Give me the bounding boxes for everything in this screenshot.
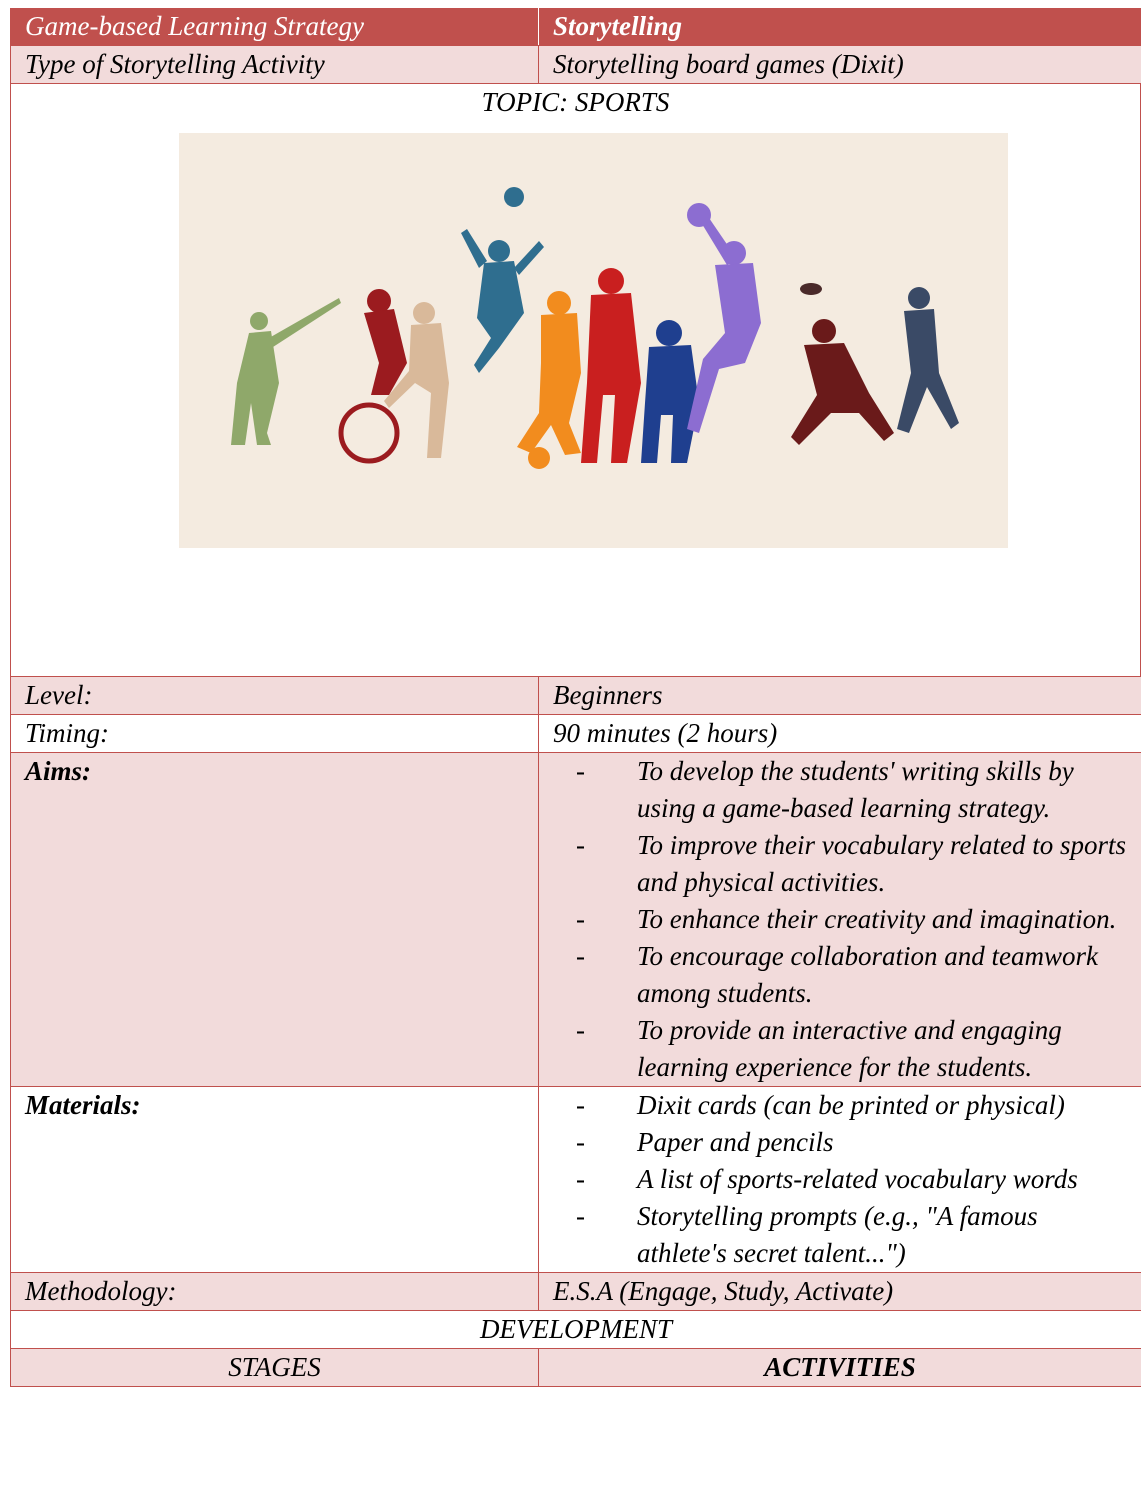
aim-item: To provide an interactive and engaging l… [539, 1012, 1141, 1086]
methodology-label: Methodology: [11, 1273, 539, 1310]
level-value: Beginners [553, 680, 663, 710]
sports-illustration [231, 187, 959, 469]
aim-item: To encourage collaboration and teamwork … [539, 938, 1141, 1012]
development-title: DEVELOPMENT [480, 1314, 672, 1344]
aims-cell: To develop the students' writing skills … [539, 753, 1141, 1086]
material-item: Paper and pencils [539, 1124, 1141, 1161]
activities-header: ACTIVITIES [764, 1352, 916, 1382]
methodology-row: Methodology: E.S.A (Engage, Study, Activ… [11, 1273, 1141, 1311]
aims-label: Aims: [11, 753, 539, 1086]
material-item: A list of sports-related vocabulary word… [539, 1161, 1141, 1198]
lesson-plan-table: Game-based Learning Strategy Storytellin… [10, 8, 1141, 1387]
strategy-value: Storytelling [553, 11, 683, 41]
sports-silhouettes-image [179, 133, 1008, 548]
topic-row: TOPIC: SPORTS [11, 84, 1141, 677]
aims-list: To develop the students' writing skills … [539, 753, 1141, 1086]
development-row: DEVELOPMENT [11, 1311, 1141, 1349]
level-row: Level: Beginners [11, 677, 1141, 715]
level-label: Level: [11, 677, 539, 714]
stages-header: STAGES [11, 1349, 539, 1386]
header-row: Game-based Learning Strategy Storytellin… [11, 8, 1141, 46]
columns-row: STAGES ACTIVITIES [11, 1349, 1141, 1387]
type-value: Storytelling board games (Dixit) [553, 49, 904, 79]
materials-cell: Dixit cards (can be printed or physical)… [539, 1087, 1141, 1272]
type-label: Type of Storytelling Activity [11, 46, 539, 83]
material-item: Storytelling prompts (e.g., "A famous at… [539, 1198, 1141, 1272]
aim-item: To improve their vocabulary related to s… [539, 827, 1141, 901]
aim-item: To develop the students' writing skills … [539, 753, 1141, 827]
materials-label: Materials: [11, 1087, 539, 1272]
material-item: Dixit cards (can be printed or physical) [539, 1087, 1141, 1124]
aim-item: To enhance their creativity and imaginat… [539, 901, 1141, 938]
timing-label: Timing: [11, 715, 539, 752]
type-row: Type of Storytelling Activity Storytelli… [11, 46, 1141, 84]
strategy-label: Game-based Learning Strategy [11, 8, 539, 45]
aims-row: Aims: To develop the students' writing s… [11, 753, 1141, 1087]
timing-row: Timing: 90 minutes (2 hours) [11, 715, 1141, 753]
methodology-value: E.S.A (Engage, Study, Activate) [553, 1276, 894, 1306]
materials-row: Materials: Dixit cards (can be printed o… [11, 1087, 1141, 1273]
topic-title: TOPIC: SPORTS [481, 87, 670, 117]
timing-value: 90 minutes (2 hours) [553, 718, 778, 748]
materials-list: Dixit cards (can be printed or physical)… [539, 1087, 1141, 1272]
